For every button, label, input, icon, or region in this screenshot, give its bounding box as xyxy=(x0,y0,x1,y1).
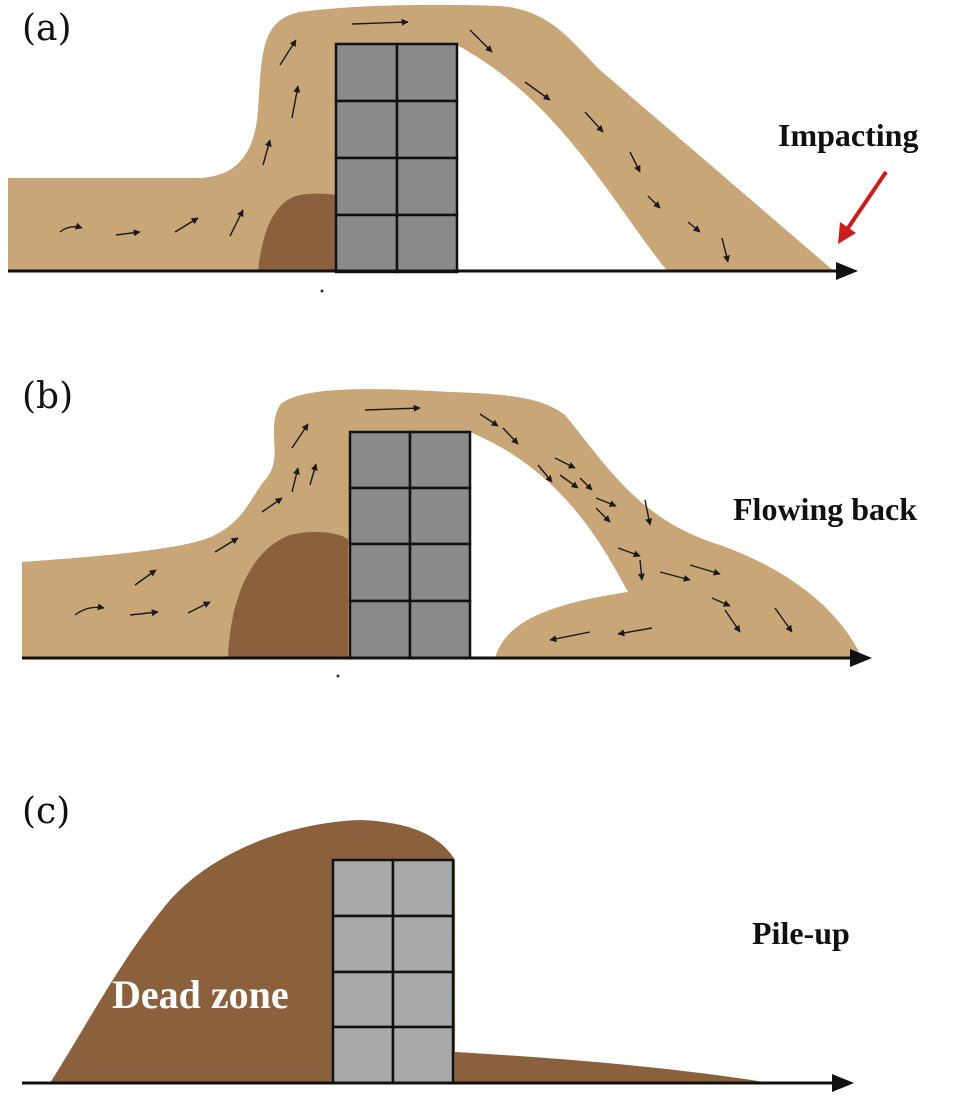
panel-c-label: (c) xyxy=(22,791,70,832)
dead-zone-label: Dead zone xyxy=(112,972,289,1017)
building-b xyxy=(348,430,472,660)
flow-direction-arrow xyxy=(129,609,159,617)
ground-axis-arrow xyxy=(850,649,872,667)
flow-direction-arrow xyxy=(279,39,297,66)
flow-direction-arrow xyxy=(659,571,691,582)
panel-b-label: (b) xyxy=(22,376,73,417)
ground-axis-a xyxy=(8,262,858,280)
building-c xyxy=(331,858,455,1085)
downstream-deposit-c xyxy=(455,1052,770,1083)
flow-direction-arrow xyxy=(502,427,519,445)
panel-a-label: (a) xyxy=(22,8,72,49)
flow-direction-arrow xyxy=(644,499,653,526)
flow-direction-arrow xyxy=(351,18,409,26)
flow-direction-arrow xyxy=(479,413,499,427)
flow-arrows-a xyxy=(59,18,730,263)
stage-label-flowing-back: Flowing back xyxy=(733,491,917,527)
flow-direction-arrow xyxy=(637,559,645,581)
flow-direction-arrow xyxy=(115,229,141,237)
flow-direction-arrow xyxy=(262,139,272,166)
flow-direction-arrow xyxy=(214,537,239,553)
flow-direction-arrow xyxy=(261,497,283,513)
flow-direction-arrow xyxy=(774,607,793,633)
flow-direction-arrow xyxy=(647,195,661,209)
flow-direction-arrow xyxy=(595,507,611,523)
flow-direction-arrow xyxy=(579,477,593,491)
panel-a: (a) xyxy=(8,4,918,293)
flow-direction-arrow xyxy=(469,29,493,53)
flow-direction-arrow xyxy=(559,474,579,489)
flow-direction-arrow xyxy=(617,627,653,637)
flow-arrows-b xyxy=(74,404,793,643)
dead-zone-deposit-b xyxy=(228,532,348,658)
flow-direction-arrow xyxy=(687,221,701,233)
flow-direction-arrow xyxy=(291,85,301,119)
flow-direction-arrow xyxy=(524,81,551,101)
impact-arrow xyxy=(838,170,888,244)
panel-b: (b) xyxy=(22,376,917,678)
flow-direction-arrow xyxy=(629,151,641,173)
ground-axis-arrow xyxy=(836,262,858,280)
flow-direction-arrow xyxy=(689,564,721,576)
flow-material-a xyxy=(8,4,835,273)
stage-label-impacting: Impacting xyxy=(778,117,918,153)
flow-direction-arrow xyxy=(291,423,309,449)
flow-direction-arrow xyxy=(134,569,157,586)
flow-direction-arrow xyxy=(549,631,591,643)
building-a xyxy=(334,42,459,274)
flow-direction-arrow xyxy=(74,603,105,616)
flow-direction-arrow xyxy=(174,217,199,233)
flow-direction-arrow xyxy=(364,404,421,412)
dead-zone-deposit-a xyxy=(258,193,335,272)
flow-direction-arrow xyxy=(711,597,731,607)
stage-label-pile-up: Pile-up xyxy=(752,915,850,951)
flow-direction-arrow xyxy=(617,547,641,558)
flow-direction-arrow xyxy=(291,467,300,493)
flow-direction-arrow xyxy=(724,609,741,633)
flow-material-b xyxy=(22,389,862,658)
flow-direction-arrow xyxy=(584,111,604,133)
ground-axis-arrow xyxy=(832,1074,854,1092)
flow-direction-arrow xyxy=(229,209,244,237)
ground-axis-b xyxy=(22,649,872,667)
flow-direction-arrow xyxy=(59,222,83,233)
flow-direction-arrow xyxy=(187,601,211,614)
panel-c: (c) Dead zone Pile-up xyxy=(22,791,854,1092)
flow-direction-arrow xyxy=(554,457,576,469)
flow-direction-arrow xyxy=(721,237,730,263)
flow-direction-arrow xyxy=(595,497,617,507)
flow-direction-arrow xyxy=(537,464,553,483)
flow-direction-arrow xyxy=(309,463,318,486)
ground-axis-c xyxy=(22,1074,854,1092)
